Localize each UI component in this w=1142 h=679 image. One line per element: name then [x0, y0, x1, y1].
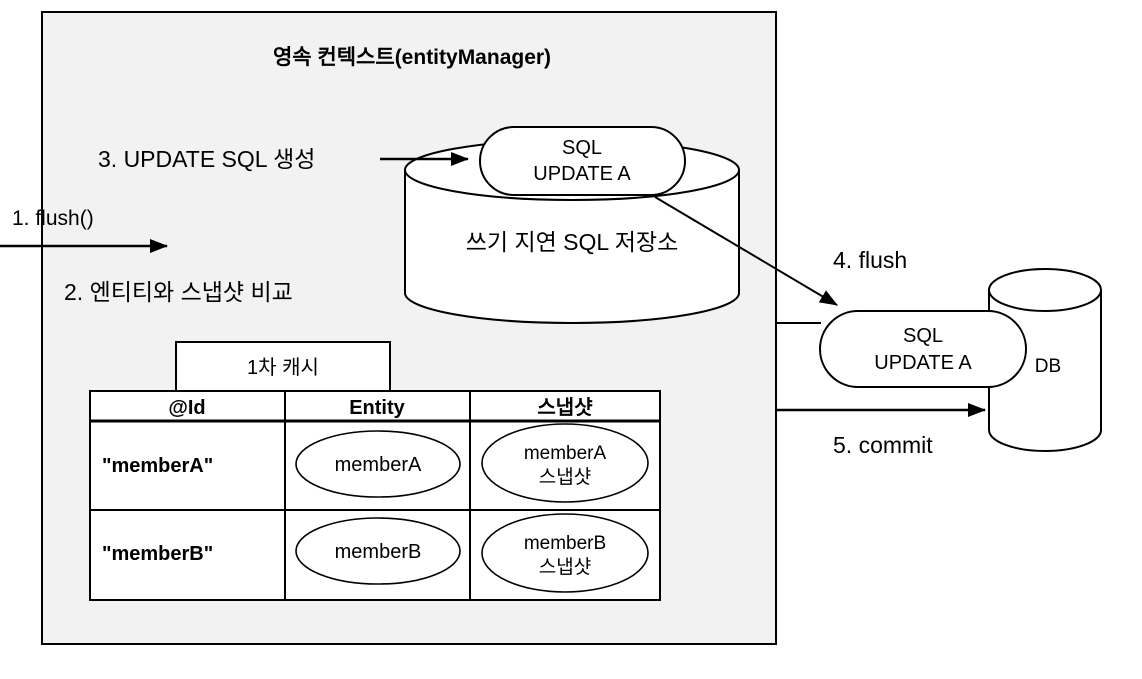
row2-id-cell: "memberB" [102, 543, 213, 565]
row2-snapshot-ellipse [481, 513, 649, 593]
row1-id-cell: "memberA" [102, 455, 213, 477]
persistence-context-title: 영속 컨텍스트(entityManager) [273, 46, 551, 69]
store-sql-update-box [479, 126, 686, 196]
row2-snapshot-line2: 스냅샷 [539, 556, 591, 578]
step2-label: 2. 엔티티와 스냅샷 비교 [64, 279, 293, 305]
column-header-entity: Entity [349, 397, 405, 419]
write-behind-store-label: 쓰기 지연 SQL 저장소 [466, 229, 678, 255]
db-cylinder-top [988, 268, 1102, 312]
row1-entity-ellipse [295, 430, 461, 498]
row2-snapshot-line1: memberB [524, 533, 606, 554]
column-header-id: @Id [168, 397, 205, 419]
row1-entity-label: memberA [335, 454, 422, 476]
row2-entity-label: memberB [335, 541, 422, 563]
first-level-cache-title: 1차 캐시 [247, 356, 319, 379]
db-label: DB [1035, 356, 1061, 377]
write-behind-store-cylinder-body [404, 170, 740, 324]
row1-snapshot-line1: memberA [524, 443, 607, 464]
row1-snapshot-ellipse [481, 423, 649, 503]
db-sql-update-line1: SQL [903, 325, 943, 347]
step1-label: 1. flush() [12, 207, 94, 230]
store-sql-update-line1: SQL [562, 137, 602, 159]
db-sql-update-box [819, 310, 1027, 388]
step3-label: 3. UPDATE SQL 생성 [98, 146, 315, 172]
row2-entity-ellipse [295, 517, 461, 585]
flush-to-db-arrow [654, 196, 838, 306]
column-header-snapshot: 스냅샷 [537, 396, 593, 419]
first-level-cache-tab [175, 341, 391, 392]
table-row: "memberA" memberA memberA 스냅샷 [102, 423, 649, 503]
store-sql-update-line2: UPDATE A [533, 163, 631, 185]
table-row: "memberB" memberB memberB 스냅샷 [102, 513, 649, 593]
step5-label: 5. commit [833, 432, 933, 458]
db-sql-update-line2: UPDATE A [874, 352, 972, 374]
row1-snapshot-line2: 스냅샷 [539, 466, 591, 488]
step4-label: 4. flush [833, 247, 907, 273]
